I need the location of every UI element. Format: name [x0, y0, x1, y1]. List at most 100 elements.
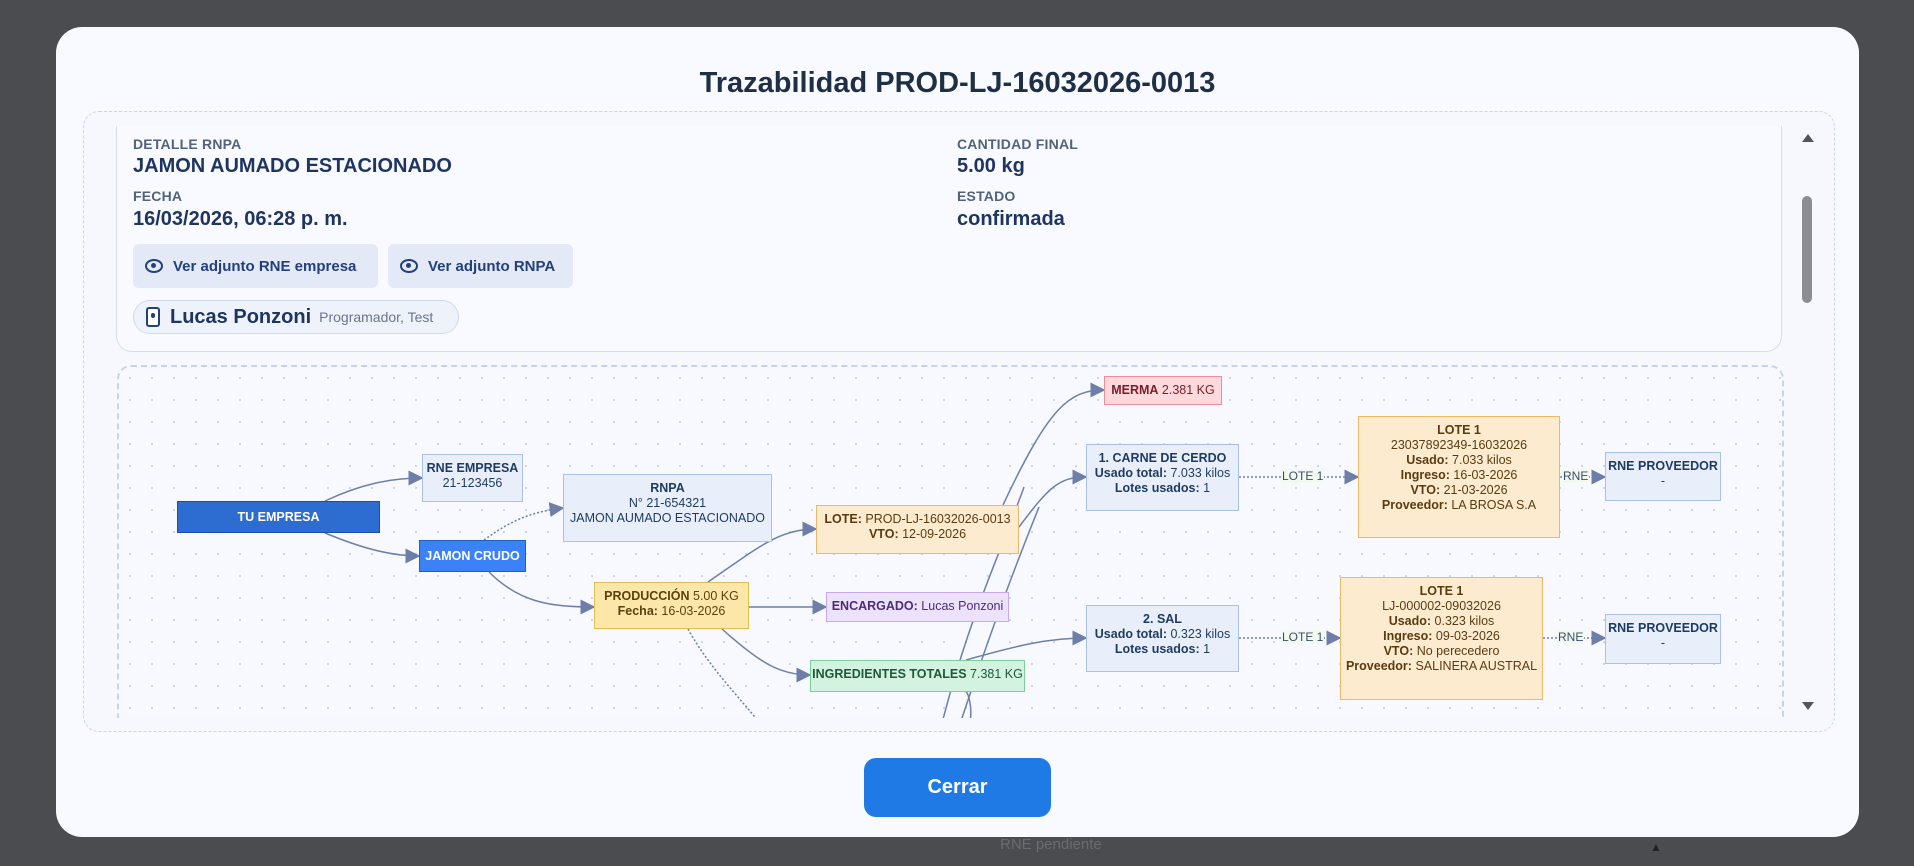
node-line-label: TU EMPRESA	[237, 509, 320, 524]
node-line: VTO: 21-03-2026	[1359, 483, 1559, 498]
node-line-label: RNE PROVEEDOR	[1608, 459, 1718, 473]
scrollbar-thumb[interactable]	[1802, 196, 1812, 303]
node-line: RNE PROVEEDOR	[1606, 459, 1720, 474]
eye-icon	[145, 259, 163, 273]
button-label: Ver adjunto RNPA	[428, 257, 556, 275]
estado-value: confirmada	[957, 208, 1065, 230]
node-line: LJ-000002-09032026	[1341, 599, 1542, 614]
node-rne-proveedor-2[interactable]: RNE PROVEEDOR-	[1605, 614, 1721, 664]
node-line: LOTE 1	[1359, 423, 1559, 438]
ver-adjunto-rnpa-button[interactable]: Ver adjunto RNPA	[388, 244, 573, 288]
node-line-label: VTO:	[868, 527, 899, 541]
node-line-value: SALINERA AUSTRAL	[1411, 659, 1538, 673]
node-line-label: MERMA	[1111, 383, 1159, 397]
edge-cross-2	[961, 506, 1040, 718]
close-button[interactable]: Cerrar	[864, 758, 1051, 817]
node-line-label: Usado total:	[1094, 466, 1167, 480]
collapse-icon: ▲	[1650, 840, 1662, 854]
user-name: Lucas Ponzoni	[170, 305, 312, 328]
fecha-value: 16/03/2026, 06:28 p. m.	[133, 208, 348, 230]
node-tu-empresa[interactable]: TU EMPRESA	[177, 501, 380, 533]
user-role: Programador, Test	[319, 309, 434, 325]
node-line-value: -	[1660, 474, 1666, 488]
node-line-label: PRODUCCIÓN	[604, 589, 690, 603]
node-line-value: 12-09-2026	[898, 527, 967, 541]
edge-label: RNE	[1557, 630, 1585, 644]
node-line: VTO: 12-09-2026	[817, 527, 1018, 542]
node-line: Usado: 7.033 kilos	[1359, 453, 1559, 468]
node-line: TU EMPRESA	[178, 510, 379, 525]
node-line: Lotes usados: 1	[1087, 642, 1238, 657]
node-line-value: JAMON AUMADO ESTACIONADO	[570, 511, 765, 525]
node-merma[interactable]: MERMA 2.381 KG	[1104, 376, 1222, 405]
edge-label: LOTE 1	[1281, 469, 1325, 483]
node-line-label: RNPA	[650, 481, 685, 495]
node-ingredientes[interactable]: INGREDIENTES TOTALES 7.381 KG	[810, 660, 1025, 692]
node-line-label: Ingreso:	[1383, 629, 1433, 643]
node-line-label: Usado:	[1388, 614, 1432, 628]
node-line: Fecha: 16-03-2026	[595, 604, 748, 619]
edge-prod-lote	[707, 521, 818, 583]
ver-adjunto-rne-button[interactable]: Ver adjunto RNE empresa	[133, 244, 378, 288]
node-line: MERMA 2.381 KG	[1105, 383, 1221, 398]
node-jamon-crudo[interactable]: JAMON CRUDO	[419, 540, 526, 572]
edge-jamon-prod	[488, 571, 596, 615]
node-line-label: INGREDIENTES TOTALES	[812, 667, 967, 681]
estado-label: ESTADO	[957, 188, 1016, 204]
node-line-value: 21-03-2026	[1440, 483, 1508, 497]
edge-label: RNE	[1562, 469, 1590, 483]
node-line: Proveedor: LA BROSA S.A	[1359, 498, 1559, 513]
node-rne-proveedor-1[interactable]: RNE PROVEEDOR-	[1605, 452, 1721, 501]
eye-icon	[400, 259, 418, 273]
node-line-value: LA BROSA S.A	[1447, 498, 1537, 512]
node-line-label: LOTE:	[824, 512, 862, 526]
node-line-label: VTO:	[1410, 483, 1441, 497]
node-line: JAMON AUMADO ESTACIONADO	[564, 511, 771, 526]
node-line: JAMON CRUDO	[420, 549, 525, 564]
node-line: Ingreso: 09-03-2026	[1341, 629, 1542, 644]
node-line: -	[1606, 636, 1720, 651]
node-line: -	[1606, 474, 1720, 489]
detalle-value: JAMON AUMADO ESTACIONADO	[133, 155, 452, 177]
node-line: VTO: No perecedero	[1341, 644, 1542, 659]
fecha-label: FECHA	[133, 188, 183, 204]
node-line-label: Lotes usados:	[1114, 481, 1200, 495]
node-line-value: PROD-LJ-16032026-0013	[861, 512, 1011, 526]
edge-lote-merma	[1002, 382, 1106, 506]
scroll-down-icon[interactable]	[1802, 702, 1814, 710]
node-line-label: RNE EMPRESA	[426, 461, 519, 475]
node-line-label: Proveedor:	[1345, 659, 1412, 673]
node-line-label: Proveedor:	[1381, 498, 1448, 512]
scroll-up-icon[interactable]	[1802, 134, 1814, 142]
node-encargado[interactable]: ENCARGADO: Lucas Ponzoni	[826, 592, 1009, 622]
node-line-value: 2.381 KG	[1158, 383, 1215, 397]
edge-lote-carne	[1018, 469, 1088, 528]
node-line: PRODUCCIÓN 5.00 KG	[595, 589, 748, 604]
edge-label: LOTE 1	[1281, 630, 1325, 644]
node-line-value: 16-03-2026	[1449, 468, 1518, 482]
modal-title: Trazabilidad PROD-LJ-16032026-0013	[699, 67, 1216, 99]
edge-tu-rne	[324, 470, 424, 502]
node-line-label: Ingreso:	[1400, 468, 1450, 482]
node-line-value: 0.323 kilos	[1431, 614, 1495, 628]
node-line-label: Usado total:	[1094, 627, 1167, 641]
user-chip: Lucas Ponzoni Programador, Test	[133, 300, 459, 334]
vertical-scrollbar[interactable]	[1800, 126, 1816, 716]
node-line-value: 7.381 KG	[966, 667, 1023, 681]
node-line-value: N° 21-654321	[628, 496, 707, 510]
node-line: 2. SAL	[1087, 612, 1238, 627]
node-line-value: 16-03-2026	[657, 604, 726, 618]
node-line-label: ENCARGADO:	[831, 599, 918, 613]
node-line-label: JAMON CRUDO	[425, 548, 520, 563]
node-line-label: RNE PROVEEDOR	[1608, 621, 1718, 635]
node-line-value: 23037892349-16032026	[1390, 438, 1528, 452]
